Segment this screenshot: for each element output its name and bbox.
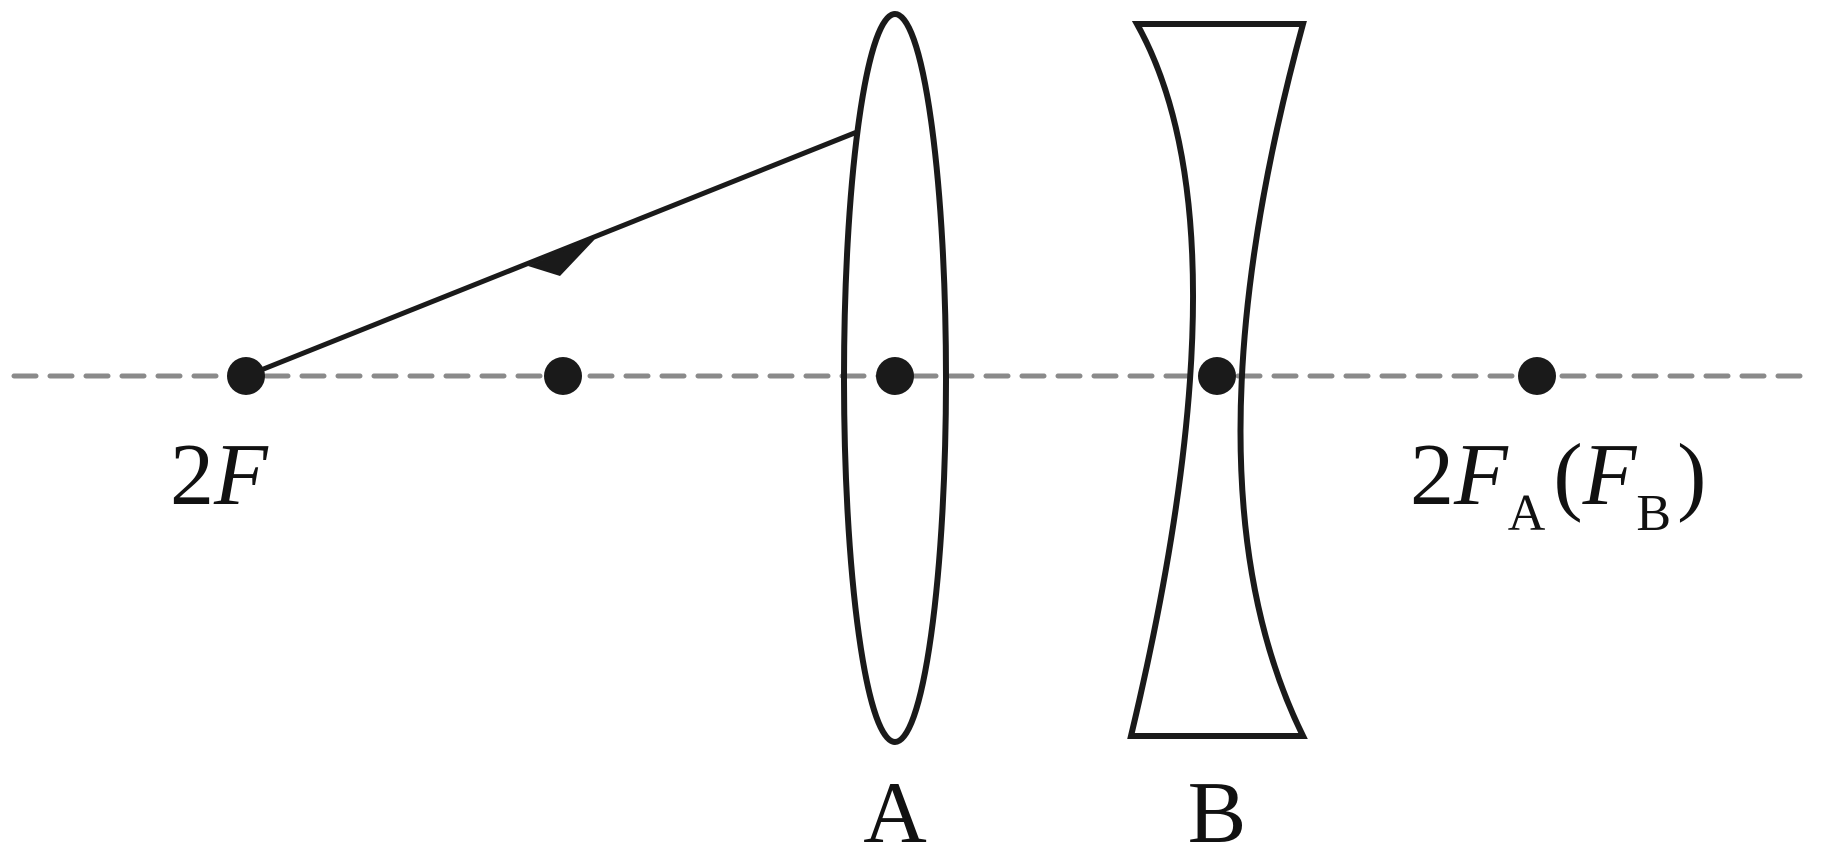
- label-2f-num: 2: [170, 427, 214, 524]
- label-close-paren: ): [1677, 427, 1706, 524]
- label-fb-letter: F: [1582, 427, 1638, 524]
- optical-center-b: [1198, 357, 1236, 395]
- point-f-left: [544, 357, 582, 395]
- label-2f-left: 2F: [170, 427, 269, 524]
- point-2fa-fb: [1518, 357, 1556, 395]
- concave-lens-b: [1127, 21, 1308, 739]
- lens-a-label: A: [863, 765, 927, 855]
- label-fa-sub: A: [1508, 485, 1546, 542]
- lens-b-label: B: [1188, 765, 1247, 855]
- ray-direction-arrow-icon: [528, 238, 596, 276]
- optical-center-a: [876, 357, 914, 395]
- label-fb-sub: B: [1636, 485, 1671, 542]
- label-open-paren: (: [1553, 427, 1582, 524]
- incident-ray: [245, 129, 858, 379]
- label-2fa-fb: 2FA(FB): [1410, 427, 1706, 542]
- convex-lens-a: [841, 11, 949, 745]
- label-2f-letter: F: [213, 427, 269, 524]
- label-2fa-num: 2: [1410, 427, 1454, 524]
- label-fa-letter: F: [1453, 427, 1509, 524]
- point-2f-left: [227, 357, 265, 395]
